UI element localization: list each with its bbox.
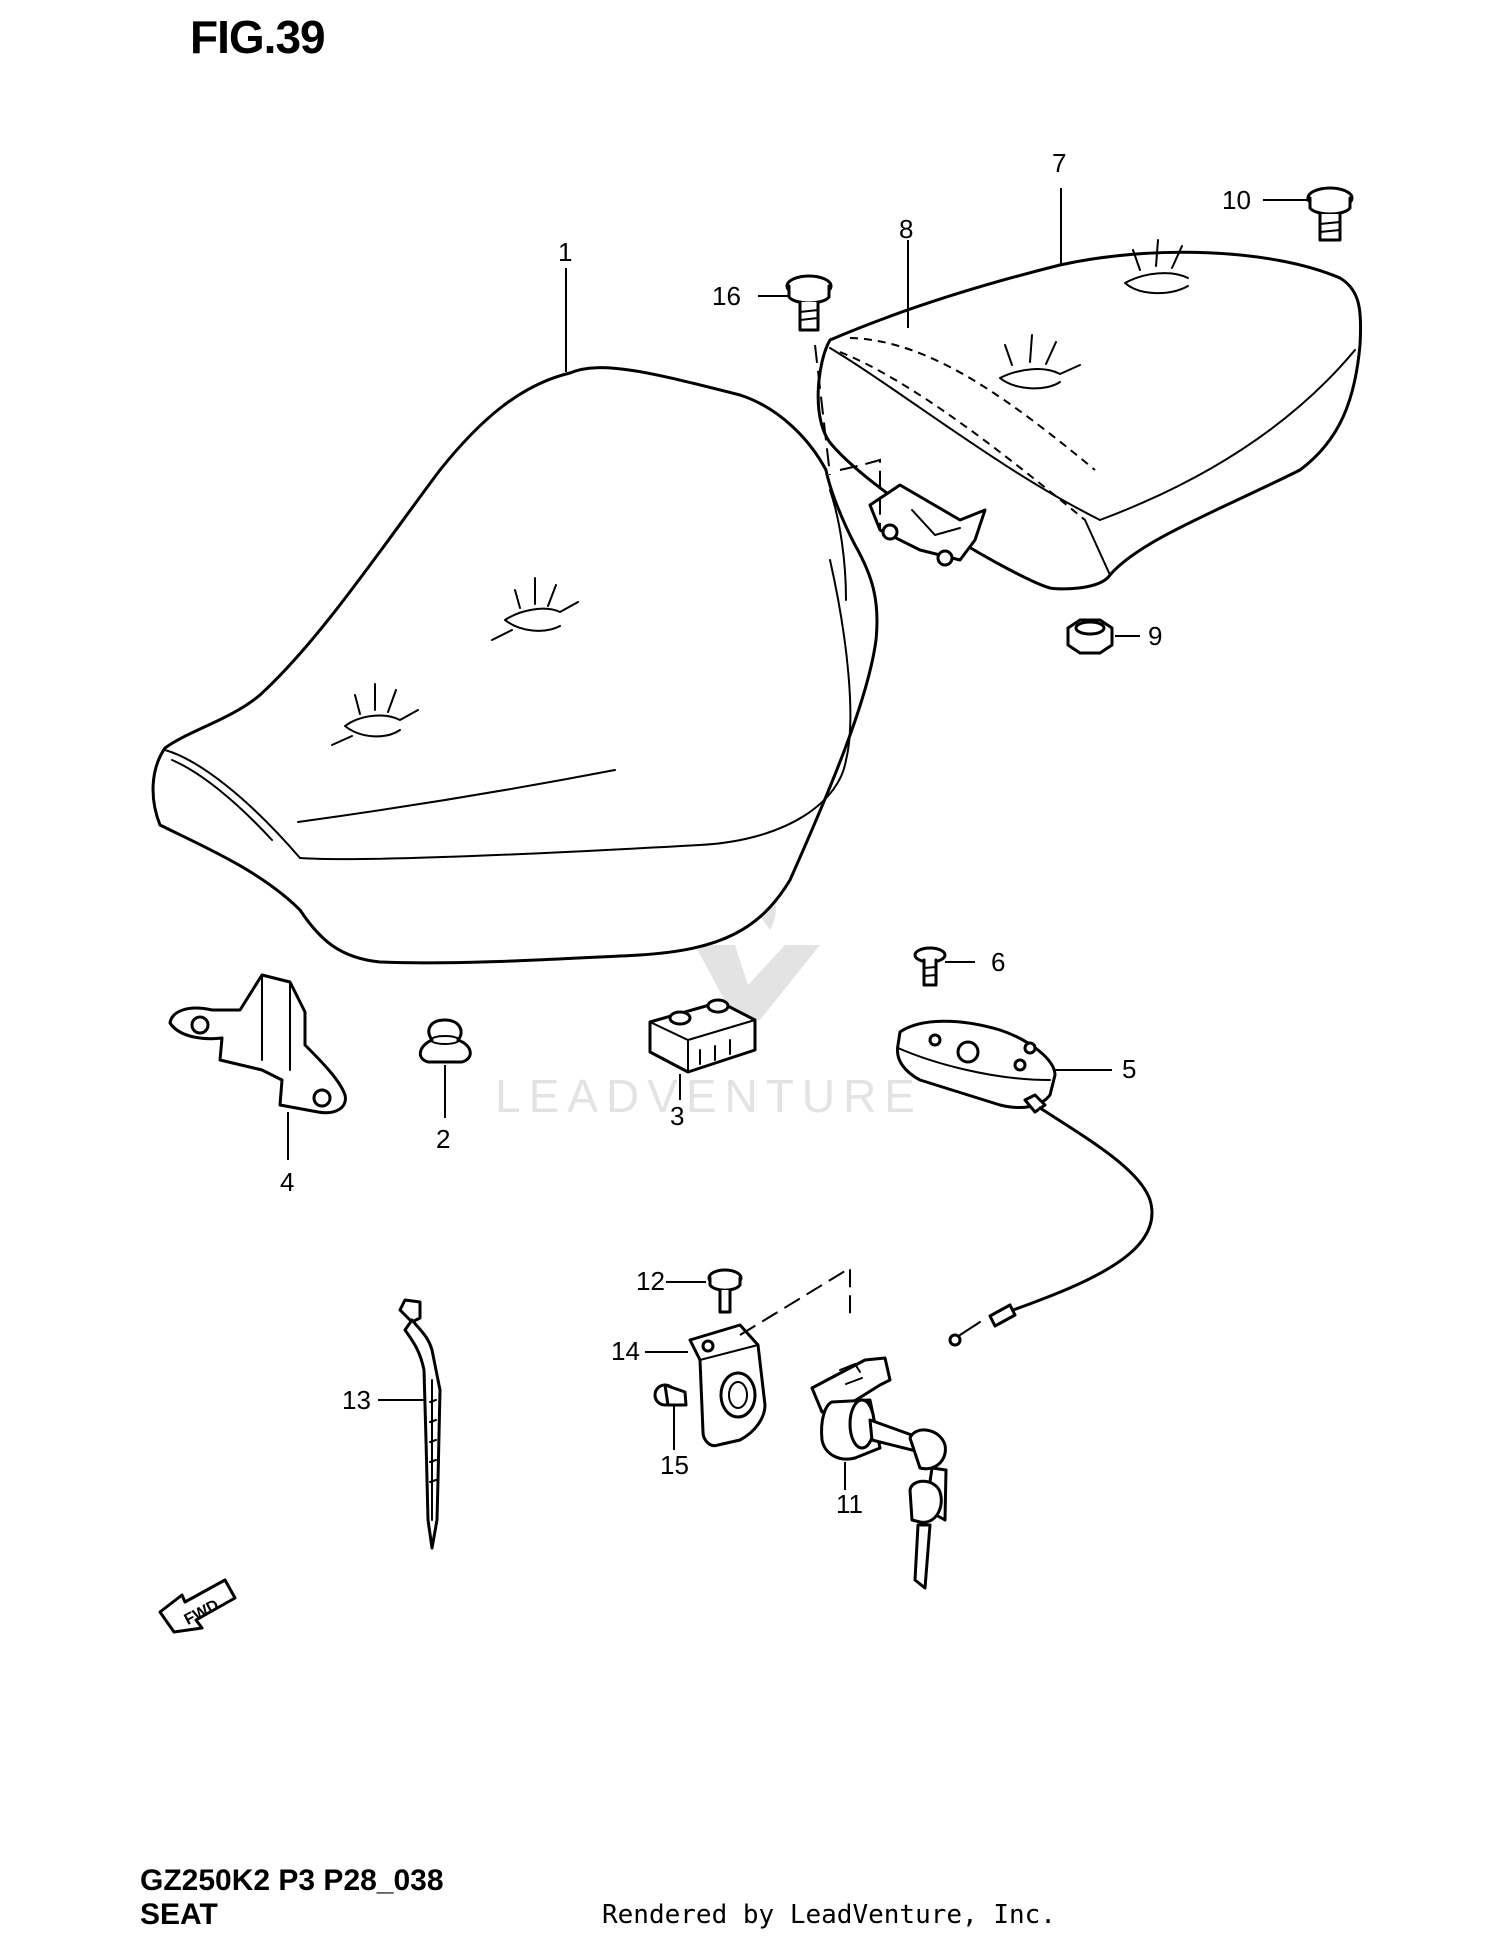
callout-13[interactable]: 14 — [611, 1336, 640, 1366]
rendered-by: Rendered by LeadVenture, Inc. — [602, 1900, 1056, 1930]
screw-part-6[interactable] — [913, 946, 947, 987]
callout-5[interactable]: 5 — [1122, 1054, 1136, 1084]
seat-lock-part-11[interactable] — [810, 1356, 948, 1590]
callout-4[interactable]: 4 — [280, 1167, 294, 1197]
figure-title: FIG.39 — [190, 11, 326, 63]
seat-rear[interactable] — [816, 239, 1363, 591]
callout-1[interactable]: 1 — [558, 237, 572, 267]
callouts: 1 2 3 4 5 6 7 8 9 10 11 12 14 13 15 16 — [280, 148, 1251, 1519]
section-name: SEAT — [140, 1898, 218, 1931]
fwd-arrow: FWD — [158, 1578, 237, 1634]
bolt-part-10[interactable] — [1306, 186, 1354, 242]
cable-tie-part-13[interactable] — [398, 1298, 442, 1550]
seat-main[interactable] — [151, 366, 879, 965]
bolt-part-12[interactable] — [707, 1268, 743, 1314]
callout-7[interactable]: 7 — [1052, 148, 1066, 178]
watermark-text: LEADVENTURE — [495, 1070, 923, 1122]
cable-holder-part-3[interactable] — [648, 998, 757, 1074]
bolt-part-16[interactable] — [785, 274, 833, 476]
screw-part-15[interactable] — [653, 1383, 688, 1407]
grommet-part-2[interactable] — [418, 1018, 472, 1064]
callout-16[interactable]: 16 — [712, 281, 741, 311]
callout-15[interactable]: 15 — [660, 1450, 689, 1480]
callout-12[interactable]: 12 — [636, 1266, 665, 1296]
leader-lines — [287, 188, 1308, 1490]
callout-8[interactable]: 8 — [899, 214, 913, 244]
seat-lock-cable-part-5[interactable] — [895, 1019, 1154, 1347]
bracket-part-4[interactable] — [168, 973, 347, 1115]
callout-9[interactable]: 9 — [1148, 621, 1162, 651]
callout-6[interactable]: 6 — [991, 947, 1005, 977]
model-code: GZ250K2 P3 P28_038 — [140, 1864, 444, 1897]
callout-14[interactable]: 13 — [342, 1385, 371, 1415]
callout-11[interactable]: 11 — [836, 1489, 863, 1519]
nut-part-9[interactable] — [1066, 618, 1114, 655]
callout-2[interactable]: 2 — [436, 1124, 450, 1154]
callout-10[interactable]: 10 — [1222, 185, 1251, 215]
callout-3[interactable]: 3 — [670, 1101, 684, 1131]
lock-bracket-part-14[interactable] — [688, 1266, 851, 1448]
